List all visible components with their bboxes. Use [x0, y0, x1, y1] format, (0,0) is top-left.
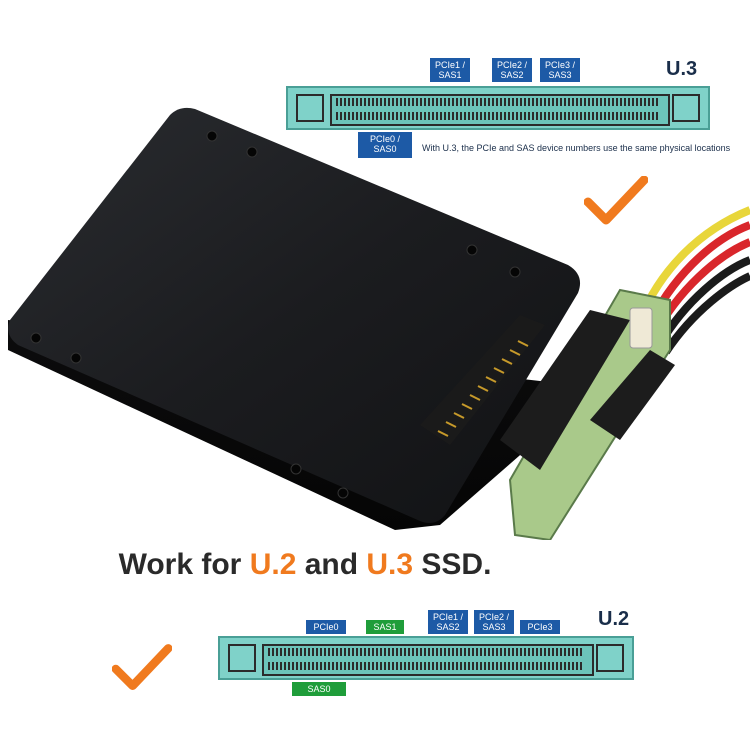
u3-title: U.3	[666, 58, 698, 80]
u2-title: U.2	[598, 608, 630, 630]
u3-note: With U.3, the PCIe and SAS device number…	[422, 143, 731, 153]
u2-label-pcie0: PCIe0	[306, 620, 346, 634]
u2-label-pcie2-sas3: PCIe2 / SAS3	[474, 610, 514, 634]
u2-connector	[218, 636, 634, 680]
u2-connector-right-key	[596, 644, 624, 672]
u3-label-pcie0-sas0: PCIe0 / SAS0	[358, 132, 412, 158]
checkmark-icon	[584, 176, 648, 225]
headline-part2: SSD.	[413, 548, 492, 581]
u3-pins-top	[336, 98, 660, 106]
u3-connector-left-key	[296, 94, 324, 122]
u2-connector-left-key	[228, 644, 256, 672]
ssd-enclosure-photo	[8, 107, 581, 530]
u3-connector-right-key	[672, 94, 700, 122]
checkmark-icon	[112, 644, 172, 691]
headline: Work for U.2 and U.3 SSD.	[0, 548, 610, 582]
headline-part1: Work for	[118, 548, 250, 581]
headline-u2: U.2	[249, 548, 297, 581]
u3-label-pcie3-sas3: PCIe3 / SAS3	[540, 58, 580, 82]
u2-pins-top	[268, 648, 584, 656]
u2-label-sas1: SAS1	[366, 620, 404, 634]
u3-connector	[286, 86, 710, 130]
headline-u3: U.3	[366, 548, 414, 581]
u3-label-pcie1-sas1: PCIe1 / SAS1	[430, 58, 470, 82]
u3-pins-bottom	[336, 112, 660, 120]
adapter-board-photo	[500, 206, 750, 540]
u2-label-pcie1-sas2: PCIe1 / SAS2	[428, 610, 468, 634]
u2-label-sas0: SAS0	[292, 682, 346, 696]
u2-pins-bottom	[268, 662, 584, 670]
headline-and: and	[296, 548, 367, 581]
u3-label-pcie2-sas2: PCIe2 / SAS2	[492, 58, 532, 82]
u2-label-pcie3: PCIe3	[520, 620, 560, 634]
